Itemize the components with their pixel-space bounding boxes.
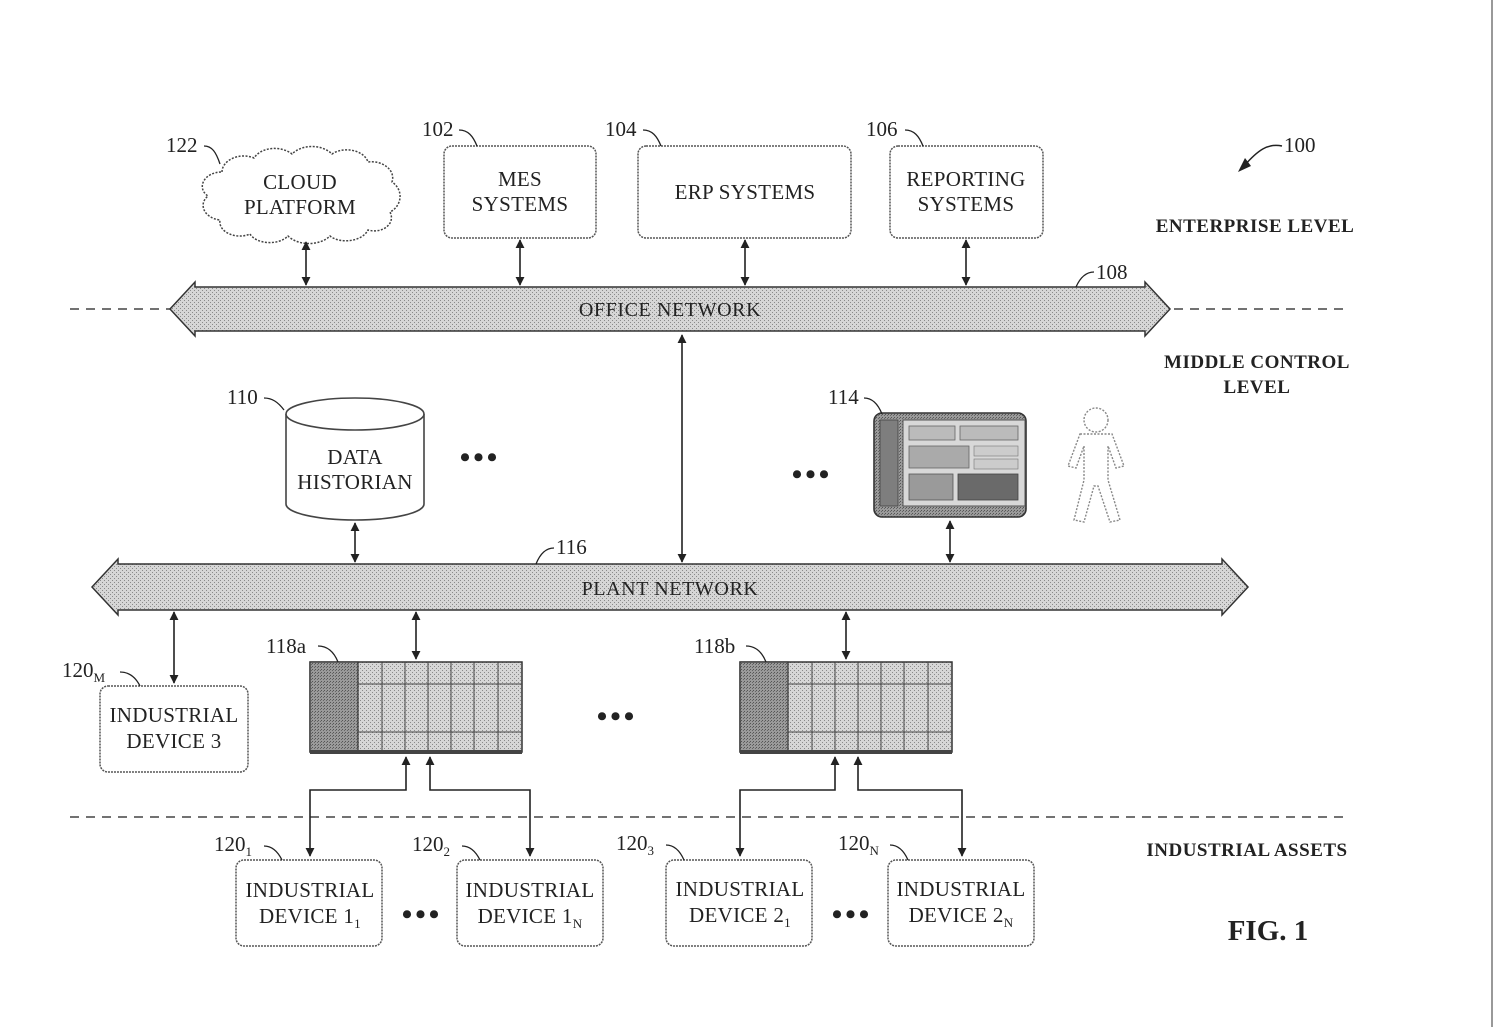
operator-person-icon xyxy=(1068,408,1124,522)
industrial-device-2-label-line1: INDUSTRIAL xyxy=(466,878,595,902)
industrial-device-3-ref-subscript: 3 xyxy=(648,843,655,858)
controller-ellipsis: ••• xyxy=(597,700,638,733)
middle-control-level-label-line1: MIDDLE CONTROL xyxy=(1164,352,1350,373)
erp-systems-ref: 104 xyxy=(605,117,637,141)
industrial-device-1-box xyxy=(236,860,382,946)
industrial-device-2-label-text: DEVICE 1 xyxy=(478,904,573,928)
device-ellipsis-2: ••• xyxy=(832,898,873,931)
plant-network-label: PLANT NETWORK xyxy=(582,578,759,600)
industrial-device-1-ref-number: 120 xyxy=(214,832,246,856)
industrial-device-3-label-subscript: 1 xyxy=(784,915,791,930)
figure-label: FIG. 1 xyxy=(1228,915,1309,947)
controller-118b-to-device-n xyxy=(858,757,962,856)
industrial-device-m-label-line1: INDUSTRIAL xyxy=(110,703,239,727)
cloud-platform-label-line2: PLATFORM xyxy=(244,195,356,219)
middle-control-level-label-line2: LEVEL xyxy=(1224,377,1291,398)
industrial-device-n-label-subscript: N xyxy=(1004,915,1014,930)
mes-systems-label-line2: SYSTEMS xyxy=(472,192,569,216)
industrial-device-1-label-subscript: 1 xyxy=(354,916,361,931)
industrial-device-m-ref-number: 120 xyxy=(62,658,94,682)
industrial-device-3-label-line2: DEVICE 21 xyxy=(689,903,791,930)
industrial-device-n-ref-subscript: N xyxy=(870,843,880,858)
industrial-assets-label: INDUSTRIAL ASSETS xyxy=(1146,840,1347,861)
mes-systems-label-line1: MES xyxy=(498,167,542,191)
industrial-device-2-ref-number: 120 xyxy=(412,832,444,856)
data-historian-label-line1: DATA xyxy=(327,445,383,469)
industrial-device-1-label-line2: DEVICE 11 xyxy=(259,904,361,931)
industrial-device-1-label-text: DEVICE 1 xyxy=(259,904,354,928)
industrial-device-1-label-line1: INDUSTRIAL xyxy=(246,878,375,902)
hmi-terminal xyxy=(874,413,1026,517)
controller-118b-rack xyxy=(740,662,952,754)
office-network-ref: 108 xyxy=(1096,260,1128,284)
device-ellipsis-1: ••• xyxy=(402,898,443,931)
industrial-device-n-label-line2: DEVICE 2N xyxy=(909,903,1014,930)
enterprise-level-label: ENTERPRISE LEVEL xyxy=(1156,216,1355,237)
industrial-device-n-label-line1: INDUSTRIAL xyxy=(897,877,1026,901)
industrial-device-1-ref-subscript: 1 xyxy=(246,844,253,859)
industrial-device-3-label-line1: INDUSTRIAL xyxy=(676,877,805,901)
industrial-device-1-ref: 1201 xyxy=(214,832,252,859)
industrial-device-3-ref: 1203 xyxy=(616,831,654,858)
industrial-device-m-ref-subscript: M xyxy=(94,670,106,685)
data-historian-label-line2: HISTORIAN xyxy=(297,470,412,494)
cloud-platform-label-line1: CLOUD xyxy=(263,170,337,194)
reporting-systems-label-line2: SYSTEMS xyxy=(918,192,1015,216)
controller-118b-to-device-3 xyxy=(740,757,835,856)
controller-118a-to-device-2 xyxy=(430,757,530,856)
mes-systems-ref: 102 xyxy=(422,117,454,141)
controller-118a-to-device-1 xyxy=(310,757,406,856)
reporting-systems-ref: 106 xyxy=(866,117,898,141)
industrial-device-n-label-text: DEVICE 2 xyxy=(909,903,1004,927)
industrial-device-m-ref: 120M xyxy=(62,658,106,685)
middle-ellipsis-right: ••• xyxy=(792,458,833,491)
middle-ellipsis-left: ••• xyxy=(460,441,501,474)
data-historian-ref: 110 xyxy=(227,385,258,409)
industrial-device-2-box xyxy=(457,860,603,946)
office-network-label: OFFICE NETWORK xyxy=(579,299,761,321)
controller-118b-ref: 118b xyxy=(694,634,735,658)
figure-ref-arrow xyxy=(1244,145,1282,166)
cloud-platform-ref: 122 xyxy=(166,133,198,157)
industrial-device-n-ref-number: 120 xyxy=(838,831,870,855)
industrial-device-2-ref-subscript: 2 xyxy=(444,844,451,859)
hmi-terminal-ref: 114 xyxy=(828,385,859,409)
industrial-device-2-label-subscript: N xyxy=(573,916,583,931)
industrial-device-3-label-text: DEVICE 2 xyxy=(689,903,784,927)
figure-ref: 100 xyxy=(1284,133,1316,157)
industrial-device-2-label-line2: DEVICE 1N xyxy=(478,904,583,931)
controller-118a-ref: 118a xyxy=(266,634,307,658)
industrial-device-n-ref: 120N xyxy=(838,831,880,858)
erp-systems-label: ERP SYSTEMS xyxy=(675,180,816,204)
plant-network-ref: 116 xyxy=(556,535,587,559)
reporting-systems-label-line1: REPORTING xyxy=(906,167,1025,191)
controller-118a-rack xyxy=(310,662,522,754)
industrial-device-2-ref: 1202 xyxy=(412,832,450,859)
industrial-device-m-label-line2: DEVICE 3 xyxy=(126,729,221,753)
industrial-device-3-ref-number: 120 xyxy=(616,831,648,855)
